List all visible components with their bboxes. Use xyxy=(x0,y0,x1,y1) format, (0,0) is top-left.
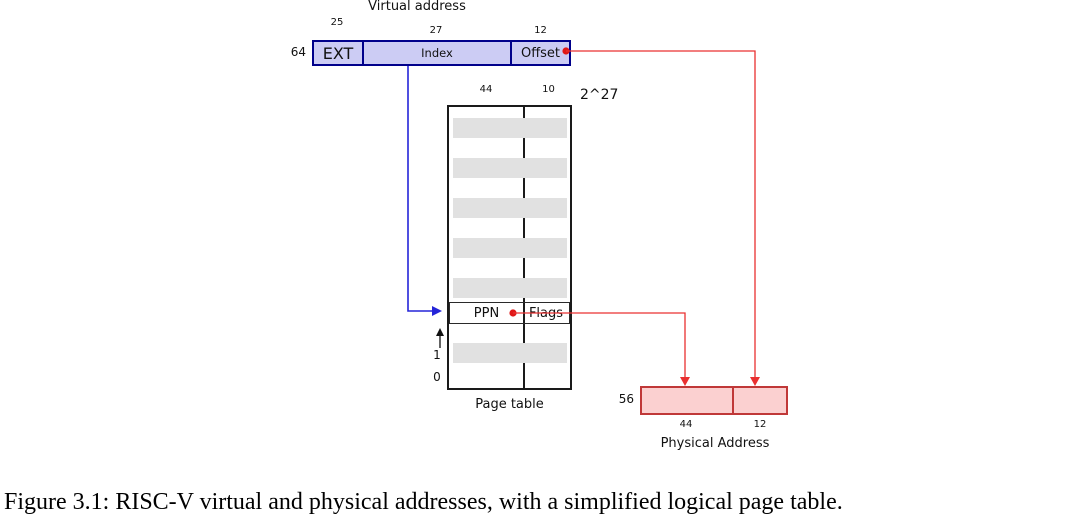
index-order-arrowhead xyxy=(436,328,444,336)
page-table: PPN Flags xyxy=(447,105,572,390)
pa-offset-bit-count: 12 xyxy=(753,419,767,430)
pte-flags-label: Flags xyxy=(528,305,564,321)
pa-field-divider xyxy=(732,388,734,413)
index-to-entry-arrowhead xyxy=(432,306,442,316)
va-field-ext: EXT xyxy=(322,43,354,63)
va-ext-bit-count: 25 xyxy=(330,17,344,28)
pt-flags-bit-count: 10 xyxy=(542,84,555,95)
page-table-stripe-row xyxy=(453,278,567,298)
va-offset-bit-count: 12 xyxy=(534,25,547,36)
pte-ppn-label: PPN xyxy=(473,305,500,321)
pa-total-bit-count: 56 xyxy=(618,392,634,406)
page-table-stripe-row xyxy=(453,198,567,218)
va-field-index: Index xyxy=(362,42,510,64)
ppn-to-pa-arrowhead xyxy=(680,377,690,386)
va-total-bit-count: 64 xyxy=(290,45,306,59)
page-table-stripe-row xyxy=(453,158,567,178)
page-table-stripe-row xyxy=(453,343,567,363)
physical-address-label: Physical Address xyxy=(660,436,770,451)
va-field-offset: Offset xyxy=(510,42,569,64)
physical-address-box xyxy=(640,386,788,415)
pa-ppn-bit-count: 44 xyxy=(679,419,693,430)
page-table-label: Page table xyxy=(475,397,544,412)
pt-index-label-1: 1 xyxy=(433,348,441,362)
va-index-bit-count: 27 xyxy=(429,25,443,36)
virtual-address-title: Virtual address xyxy=(368,0,466,14)
pt-ppn-bit-count: 44 xyxy=(479,84,493,95)
pt-index-label-0: 0 xyxy=(433,370,441,384)
pt-entry-count: 2^27 xyxy=(580,87,619,103)
page-table-entry-row: PPN Flags xyxy=(449,302,570,324)
virtual-address-box: EXT Index Offset xyxy=(312,40,571,66)
offset-to-pa-arrowhead xyxy=(750,377,760,386)
index-to-entry-line xyxy=(407,66,433,312)
figure-caption: Figure 3.1: RISC-V virtual and physical … xyxy=(4,489,843,515)
page-table-stripe-row xyxy=(453,238,567,258)
page-table-stripe-row xyxy=(453,118,567,138)
